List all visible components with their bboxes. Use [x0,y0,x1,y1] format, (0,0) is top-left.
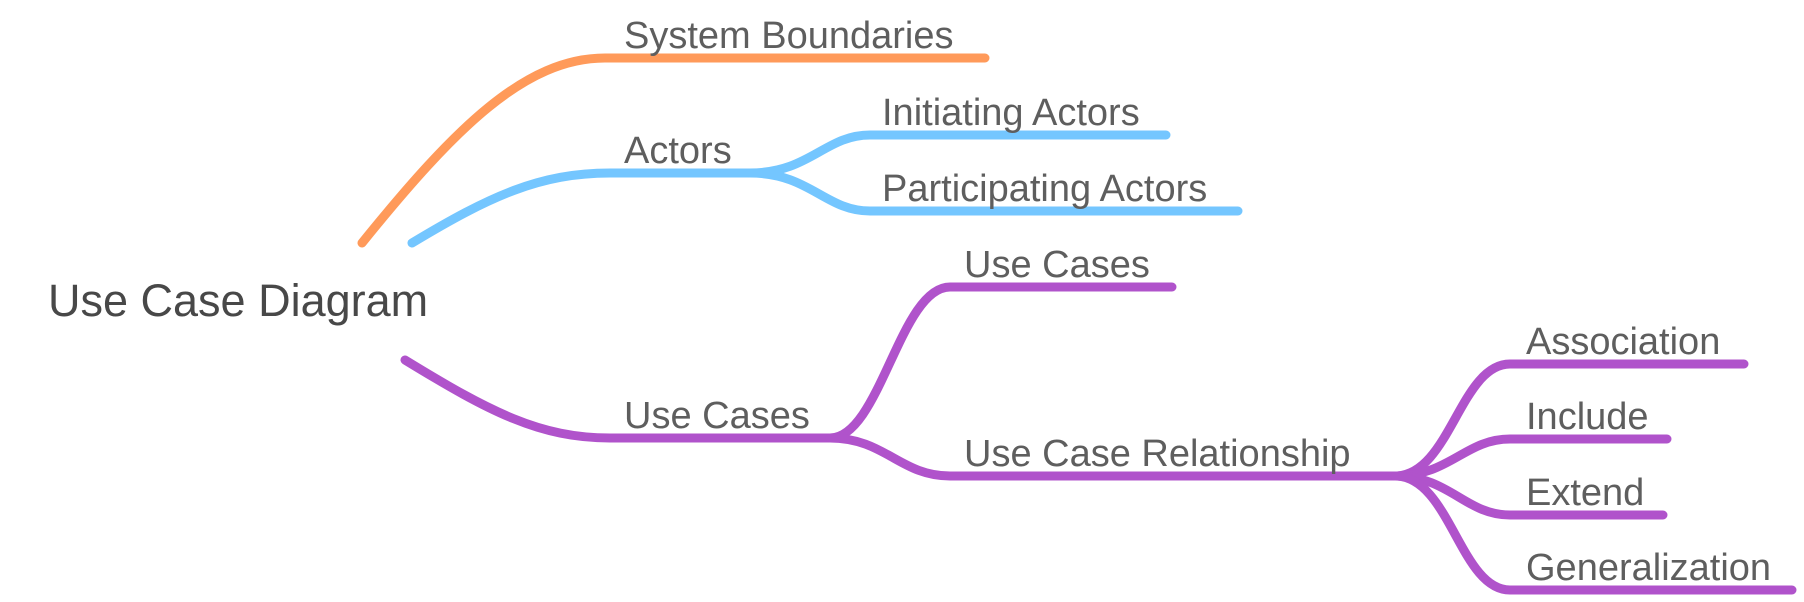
node-use-case-relationship: Use Case Relationship [964,433,1351,475]
node-initiating-actors: Initiating Actors [882,92,1140,134]
node-use-cases-leaf: Use Cases [964,244,1150,286]
edge-use-cases [400,355,835,443]
node-association: Association [1526,321,1720,363]
node-actors: Actors [624,130,732,172]
node-use-cases: Use Cases [624,395,810,437]
edge-participating-actors [745,168,1243,216]
node-system-boundaries: System Boundaries [624,15,954,57]
node-extend: Extend [1526,472,1644,514]
branch-use-cases[interactable]: Use Cases Use Cases Use Case Relationshi… [400,244,1797,595]
edge-use-case-relationship [825,433,1400,481]
edge-generalization [1390,471,1797,595]
edge-actors [407,168,755,248]
root-node-label: Use Case Diagram [48,275,428,326]
branch-system-boundaries[interactable]: System Boundaries [357,15,990,248]
edge-system-boundaries [357,53,990,248]
node-generalization: Generalization [1526,547,1771,589]
node-participating-actors: Participating Actors [882,168,1207,210]
edge-use-cases-leaf [825,282,1177,443]
node-include: Include [1526,396,1649,438]
branch-actors[interactable]: Actors Initiating Actors Participating A… [407,92,1243,248]
